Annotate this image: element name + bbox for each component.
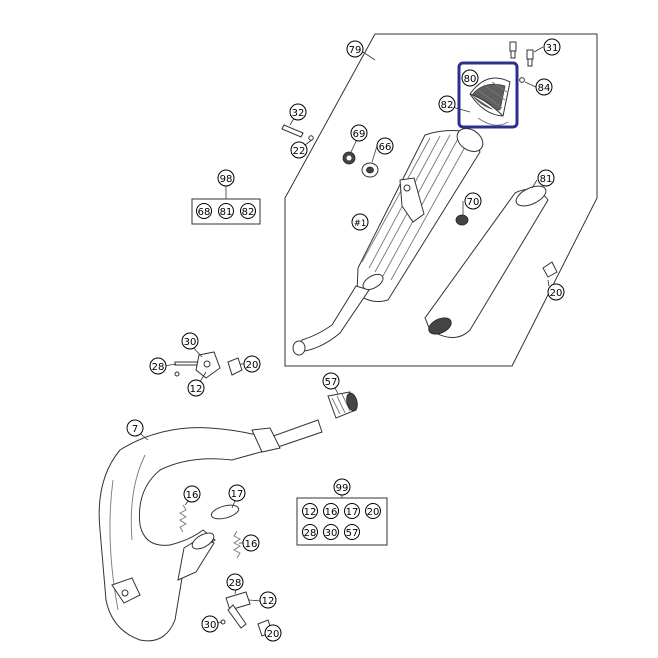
svg-text:16: 16 xyxy=(186,490,199,501)
kit-99-item-7[interactable]: 57 xyxy=(344,524,360,540)
kit-98-box xyxy=(191,186,261,225)
svg-text:20: 20 xyxy=(550,288,563,299)
svg-text:12: 12 xyxy=(304,507,317,518)
svg-text:12: 12 xyxy=(262,596,275,607)
svg-text:31: 31 xyxy=(546,43,559,54)
washer-84 xyxy=(519,77,525,83)
kit-98-item-2[interactable]: 81 xyxy=(218,203,234,219)
silencer-outer-shell[interactable] xyxy=(424,182,549,338)
clip-20-right xyxy=(542,261,558,278)
svg-text:66: 66 xyxy=(379,142,392,153)
callout-22[interactable]: 22 xyxy=(290,141,308,159)
bolt-32 xyxy=(281,124,314,141)
bushing-66 xyxy=(361,162,379,178)
svg-text:20: 20 xyxy=(267,629,280,640)
callout-20-lower[interactable]: 20 xyxy=(264,624,282,642)
kit-99-item-5[interactable]: 28 xyxy=(302,524,318,540)
svg-text:84: 84 xyxy=(538,83,551,94)
callout-66[interactable]: 66 xyxy=(376,137,394,155)
exhaust-gasket-57 xyxy=(327,391,358,419)
silencer-end-cap[interactable] xyxy=(469,77,511,117)
svg-text:30: 30 xyxy=(325,528,338,539)
svg-text:#1: #1 xyxy=(354,219,367,229)
fiber-wrap-ring xyxy=(477,117,509,126)
kit-99-item-1[interactable]: 12 xyxy=(302,503,318,519)
callout-16-lower[interactable]: 16 xyxy=(242,534,260,552)
kit-99-item-3[interactable]: 17 xyxy=(344,503,360,519)
svg-text:17: 17 xyxy=(346,507,359,518)
callout-31[interactable]: 31 xyxy=(543,38,561,56)
callout-16-upper[interactable]: 16 xyxy=(183,485,201,503)
svg-text:22: 22 xyxy=(293,146,306,157)
svg-text:80: 80 xyxy=(464,74,477,85)
kit-99-item-2[interactable]: 16 xyxy=(323,503,339,519)
svg-text:81: 81 xyxy=(540,174,553,185)
svg-text:98: 98 xyxy=(220,174,233,185)
o-ring-17 xyxy=(210,504,240,520)
callout-57[interactable]: 57 xyxy=(322,372,340,390)
callout-12-upper[interactable]: 12 xyxy=(187,379,205,397)
spring-16-upper xyxy=(179,504,187,533)
callout-99[interactable]: 99 xyxy=(333,478,351,496)
svg-text:32: 32 xyxy=(292,108,305,119)
callout-1[interactable]: #1 xyxy=(351,213,369,231)
svg-text:30: 30 xyxy=(204,620,217,631)
svg-text:12: 12 xyxy=(190,384,203,395)
callout-79[interactable]: 79 xyxy=(346,40,364,58)
callout-28-upper[interactable]: 28 xyxy=(149,357,167,375)
svg-text:16: 16 xyxy=(325,507,338,518)
svg-text:57: 57 xyxy=(325,377,338,388)
callout-12-lower[interactable]: 12 xyxy=(259,591,277,609)
kit-99-item-4[interactable]: 20 xyxy=(365,503,381,519)
svg-text:20: 20 xyxy=(367,507,380,518)
kit-98-item-1[interactable]: 68 xyxy=(196,203,212,219)
svg-text:82: 82 xyxy=(242,207,255,218)
inner-silencer-body[interactable] xyxy=(292,124,487,356)
callouts: 79 31 80 84 82 32 22 69 66 81 98 70 #1 2… xyxy=(126,38,565,642)
callout-98[interactable]: 98 xyxy=(217,169,235,187)
svg-text:16: 16 xyxy=(245,539,258,550)
svg-text:28: 28 xyxy=(229,578,242,589)
callout-84[interactable]: 84 xyxy=(535,78,553,96)
callout-32[interactable]: 32 xyxy=(289,103,307,121)
callout-17[interactable]: 17 xyxy=(228,484,246,502)
callout-20-right[interactable]: 20 xyxy=(547,283,565,301)
spring-16-lower xyxy=(233,530,241,559)
callout-69[interactable]: 69 xyxy=(350,124,368,142)
svg-text:69: 69 xyxy=(353,129,366,140)
callout-82[interactable]: 82 xyxy=(438,95,456,113)
svg-text:70: 70 xyxy=(467,197,480,208)
svg-text:57: 57 xyxy=(346,528,359,539)
svg-text:68: 68 xyxy=(198,207,211,218)
callout-20-upper[interactable]: 20 xyxy=(243,355,261,373)
svg-text:20: 20 xyxy=(246,360,259,371)
kit-98-item-3[interactable]: 82 xyxy=(240,203,256,219)
silencer-assembly-frame xyxy=(284,33,598,367)
upper-bracket-assembly xyxy=(174,351,243,379)
callout-7[interactable]: 7 xyxy=(126,419,144,437)
svg-text:30: 30 xyxy=(184,337,197,348)
svg-text:79: 79 xyxy=(349,45,362,56)
svg-text:82: 82 xyxy=(441,100,454,111)
kit-99-item-6[interactable]: 30 xyxy=(323,524,339,540)
exhaust-header-pipe[interactable] xyxy=(98,419,323,642)
callout-80[interactable]: 80 xyxy=(461,69,479,87)
callout-30-upper[interactable]: 30 xyxy=(181,332,199,350)
svg-text:81: 81 xyxy=(220,207,233,218)
svg-text:17: 17 xyxy=(231,489,244,500)
bolt-31 xyxy=(509,41,534,67)
callout-81[interactable]: 81 xyxy=(537,169,555,187)
svg-text:99: 99 xyxy=(336,483,349,494)
callout-70[interactable]: 70 xyxy=(464,192,482,210)
grommet-70 xyxy=(455,214,469,226)
highlight-box-endcap[interactable] xyxy=(457,61,519,129)
callout-28-lower[interactable]: 28 xyxy=(226,573,244,591)
svg-text:28: 28 xyxy=(304,528,317,539)
svg-text:28: 28 xyxy=(152,362,165,373)
callout-30-lower[interactable]: 30 xyxy=(201,615,219,633)
svg-text:7: 7 xyxy=(132,424,138,435)
